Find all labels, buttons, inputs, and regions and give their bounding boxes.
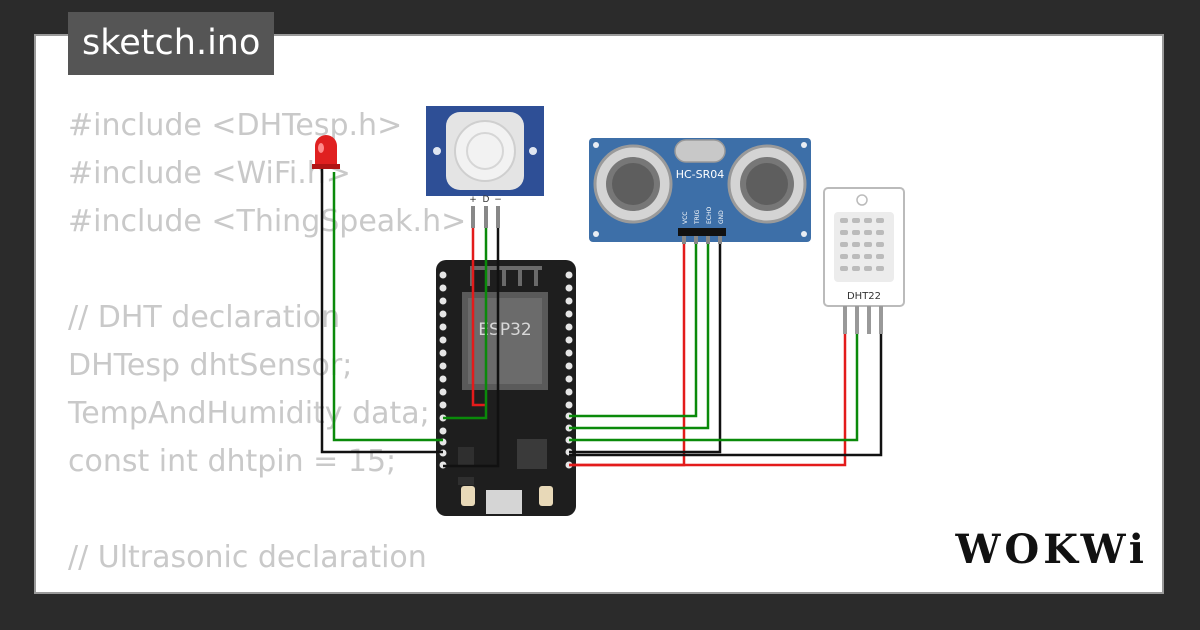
code-line: const int dhtpin = 15; [68,444,397,479]
code-line: #include <ThingSpeak.h> [68,204,467,239]
preview-card [34,34,1164,594]
esp32-label: ESP32 [478,320,531,340]
ultrasonic-pin-label: GND [718,210,725,224]
ultrasonic-pin-label: TRIG [694,209,701,225]
usb-chip [517,439,547,469]
ultrasonic-pin-label: VCC [682,212,689,224]
wires [320,168,883,468]
file-tab[interactable]: sketch.ino [68,12,275,75]
wire-dht-gnd [569,330,883,457]
wire-pir-vcc [471,226,486,407]
esp32-pins-left [439,271,447,469]
pir-sensor[interactable]: + D − [426,106,544,228]
wire-led-anode [332,172,443,442]
wire-dht-data [569,330,859,442]
usb-port [486,490,522,514]
code-line: DHTesp dhtSensor; [68,348,353,383]
boot-button[interactable] [461,486,475,506]
dht22-sensor[interactable]: DHT22 [823,187,905,334]
wire-us-gnd [569,240,722,454]
wire-pir-data [443,226,488,420]
pir-pin-label: − [494,195,502,205]
reset-button[interactable] [539,486,553,506]
wire-us-echo [569,240,710,430]
wokwi-logo: WOKWi [955,526,1148,573]
pir-pin-label: + [469,195,477,205]
code-line: // Ultrasonic declaration [68,540,427,575]
code-line: // DHT declaration [68,300,341,335]
wire-us-vcc [569,240,686,467]
led-component[interactable] [312,135,340,169]
wire-dht-vcc [569,330,847,467]
ultrasonic-sensor[interactable]: HC-SR04 VCC TRIG ECHO GND [589,138,811,244]
pir-pin-label: D [483,195,490,205]
ultrasonic-label: HC-SR04 [676,168,725,181]
wire-led-gnd [320,168,443,454]
ultrasonic-pin-label: ECHO [706,207,713,224]
code-line: TempAndHumidity data; [68,396,430,431]
dht22-label: DHT22 [847,291,881,302]
code-editor: #include <DHTesp.h> #include <WiFi.h> #i… [68,102,466,582]
code-line: #include <DHTesp.h> [68,108,403,143]
wire-us-trig [569,240,698,418]
wire-pir-gnd [443,226,500,468]
esp32-board[interactable]: ESP32 [436,260,576,516]
